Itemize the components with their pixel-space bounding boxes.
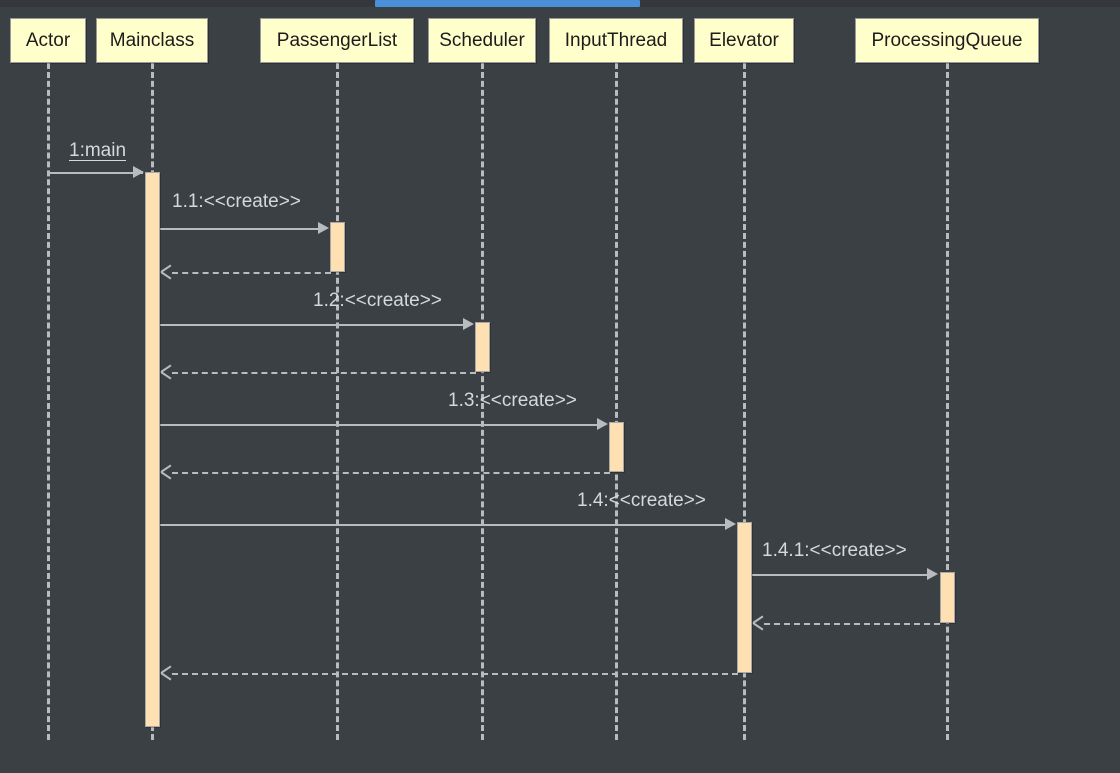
message-label-1.4: 1.4:<<create>> (577, 490, 706, 511)
participant-mainclass[interactable]: Mainclass (96, 18, 208, 63)
message-line-1.4.1r[interactable] (764, 623, 940, 625)
activation-bar-processingqueue[interactable] (940, 572, 955, 623)
lifeline-actor (47, 63, 50, 740)
lifeline-processingqueue (946, 63, 949, 740)
horizontal-scrollbar-thumb[interactable] (375, 0, 640, 7)
arrowhead-icon-1.2 (463, 318, 474, 330)
lifeline-passengerlist (336, 63, 339, 740)
lifeline-elevator (743, 63, 746, 740)
return-arrowhead-icon-1.4r (161, 672, 173, 674)
message-line-1.4[interactable] (160, 524, 727, 526)
participant-elevator[interactable]: Elevator (694, 18, 794, 63)
activation-bar-inputthread[interactable] (609, 422, 624, 472)
message-line-1[interactable] (50, 172, 143, 174)
message-label-1.2: 1.2:<<create>> (313, 290, 442, 311)
participant-processingqueue[interactable]: ProcessingQueue (855, 18, 1039, 63)
return-arrowhead-icon-1.3r (161, 471, 173, 473)
return-arrowhead-icon-1.4.1r (753, 622, 765, 624)
message-line-1.3[interactable] (160, 424, 599, 426)
message-line-1.1r[interactable] (172, 272, 331, 274)
message-line-1.3r[interactable] (172, 472, 610, 474)
arrowhead-icon-1 (133, 166, 144, 178)
lifeline-inputthread (615, 63, 618, 740)
arrowhead-icon-1.4.1 (927, 568, 938, 580)
return-arrowhead-icon-1.2r (161, 371, 173, 373)
arrowhead-icon-1.1 (318, 222, 329, 234)
message-label-1.1: 1.1:<<create>> (172, 191, 301, 212)
message-label-1.4.1: 1.4.1:<<create>> (762, 540, 907, 561)
participant-actor[interactable]: Actor (10, 18, 86, 63)
arrowhead-icon-1.4 (725, 518, 736, 530)
participant-passengerlist[interactable]: PassengerList (260, 18, 414, 63)
message-label-1: 1:main (69, 140, 127, 161)
participant-scheduler[interactable]: Scheduler (428, 18, 536, 63)
activation-bar-passengerlist[interactable] (330, 222, 345, 272)
return-arrowhead-icon-1.1r (161, 271, 173, 273)
message-line-1.1[interactable] (160, 228, 320, 230)
activation-bar-scheduler[interactable] (475, 322, 490, 372)
message-line-1.4r[interactable] (172, 673, 738, 675)
arrowhead-icon-1.3 (597, 418, 608, 430)
message-line-1.2r[interactable] (172, 372, 476, 374)
participant-inputthread[interactable]: InputThread (549, 18, 683, 63)
horizontal-scrollbar-track[interactable] (0, 0, 1120, 7)
message-label-1.3: 1.3:<<create>> (448, 390, 577, 411)
message-line-1.4.1[interactable] (752, 574, 929, 576)
message-line-1.2[interactable] (160, 324, 465, 326)
activation-bar-elevator[interactable] (737, 522, 752, 673)
lifeline-scheduler (481, 63, 484, 740)
activation-bar-mainclass[interactable] (145, 172, 160, 727)
